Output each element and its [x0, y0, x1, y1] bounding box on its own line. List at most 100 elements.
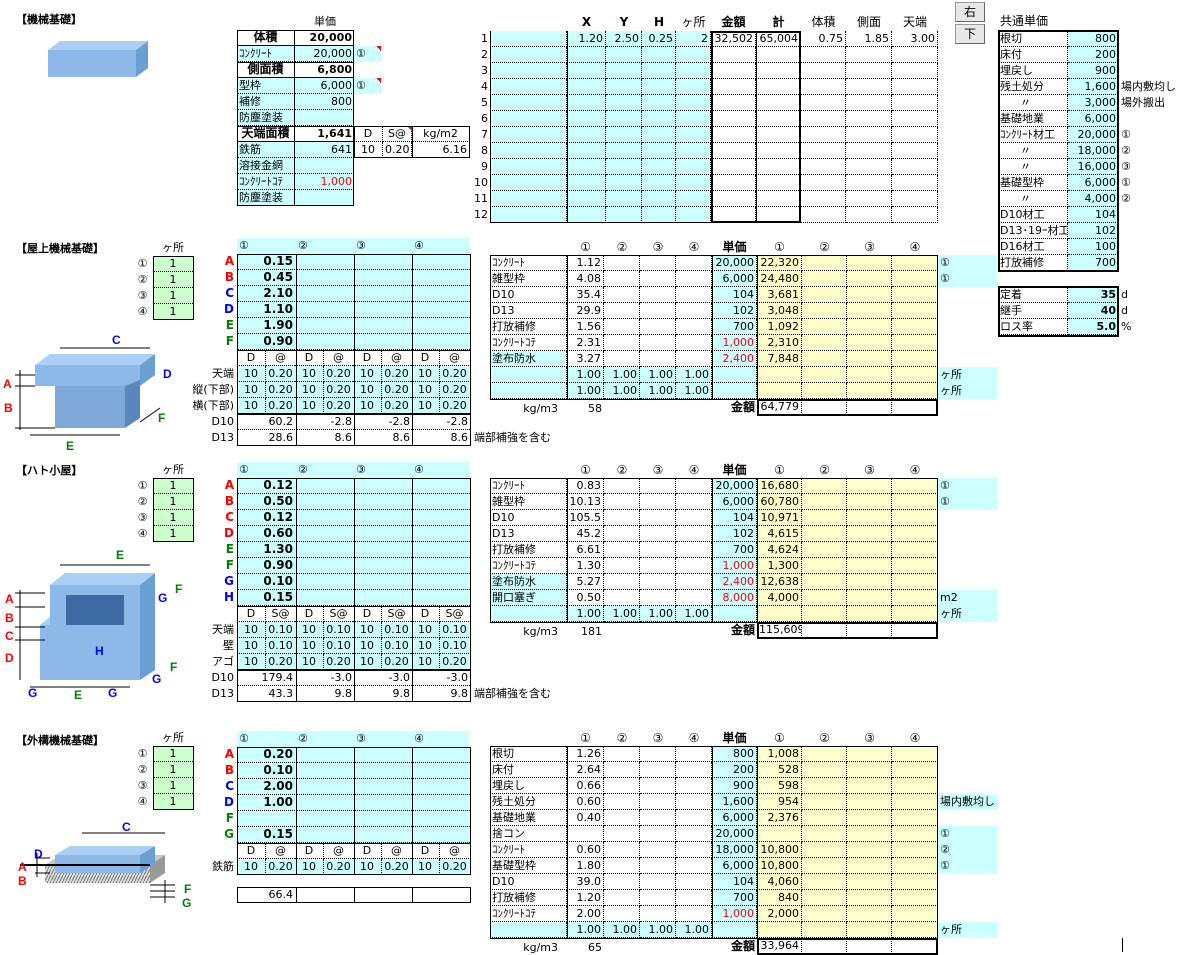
- param-input[interactable]: 0.10: [237, 763, 295, 779]
- param-input[interactable]: [412, 286, 470, 302]
- count-input[interactable]: 1: [153, 762, 193, 778]
- item-unit-price[interactable]: 20,000: [712, 255, 757, 271]
- dim-cell[interactable]: [642, 127, 676, 143]
- common-value[interactable]: 1,600: [1068, 79, 1118, 95]
- rebar-input[interactable]: 0.10: [266, 638, 295, 654]
- dim-cell[interactable]: [642, 47, 676, 63]
- dim-cell[interactable]: [676, 63, 711, 79]
- item-unit-price[interactable]: [712, 606, 757, 622]
- param-input[interactable]: [354, 270, 412, 286]
- dim-cell[interactable]: [606, 79, 642, 95]
- param-input[interactable]: [354, 318, 412, 334]
- rebar-input[interactable]: 10: [237, 654, 266, 670]
- param-input[interactable]: [296, 494, 354, 510]
- dim-cell[interactable]: [490, 175, 567, 191]
- param-input[interactable]: 0.50: [237, 494, 295, 510]
- dim-cell[interactable]: [676, 207, 711, 223]
- param-input[interactable]: [296, 318, 354, 334]
- item-unit-price[interactable]: 102: [712, 303, 757, 319]
- item-unit-price[interactable]: 6,000: [712, 271, 757, 287]
- rebar-input[interactable]: 0.20: [440, 859, 469, 875]
- dim-cell[interactable]: [642, 191, 676, 207]
- param-input[interactable]: 0.12: [237, 478, 295, 494]
- rebar-input[interactable]: 10: [353, 366, 382, 382]
- unit-value[interactable]: 6,000: [295, 78, 354, 94]
- item-unit-price[interactable]: 18,000: [712, 842, 757, 858]
- rebar-input[interactable]: 0.10: [324, 638, 353, 654]
- param-input[interactable]: [237, 811, 295, 827]
- param-input[interactable]: 0.45: [237, 270, 295, 286]
- dim-cell[interactable]: [676, 175, 711, 191]
- dim-cell[interactable]: [676, 95, 711, 111]
- dim-cell[interactable]: [567, 191, 606, 207]
- dim-cell[interactable]: [567, 111, 606, 127]
- rebar-input[interactable]: 10: [353, 638, 382, 654]
- param-input[interactable]: [354, 478, 412, 494]
- rebar-input[interactable]: 0.20: [266, 398, 295, 414]
- rebar-input[interactable]: 0.20: [382, 366, 411, 382]
- item-unit-price[interactable]: 104: [712, 510, 757, 526]
- item-unit-price[interactable]: 102: [712, 526, 757, 542]
- param-input[interactable]: [354, 510, 412, 526]
- dim-cell[interactable]: [567, 143, 606, 159]
- param-input[interactable]: [296, 302, 354, 318]
- param-input[interactable]: 2.00: [237, 779, 295, 795]
- dim-cell[interactable]: [606, 175, 642, 191]
- param-input[interactable]: 1.30: [237, 542, 295, 558]
- item-unit-price[interactable]: 200: [712, 762, 757, 778]
- rebar-input[interactable]: 10: [411, 654, 440, 670]
- param-input[interactable]: [412, 270, 470, 286]
- dim-cell[interactable]: [642, 95, 676, 111]
- rebar-input[interactable]: 0.20: [266, 654, 295, 670]
- count-input[interactable]: 1: [153, 304, 193, 320]
- common-value[interactable]: 900: [1068, 63, 1118, 79]
- item-unit-price[interactable]: 700: [712, 542, 757, 558]
- param-input[interactable]: [296, 827, 354, 843]
- param-input[interactable]: 0.15: [237, 590, 295, 606]
- rebar-input[interactable]: 10: [411, 859, 440, 875]
- dim-cell[interactable]: [606, 127, 642, 143]
- param-input[interactable]: [354, 827, 412, 843]
- rebar-input[interactable]: 0.10: [440, 638, 469, 654]
- item-unit-price[interactable]: 104: [712, 287, 757, 303]
- item-unit-price[interactable]: [712, 922, 757, 938]
- count-input[interactable]: 1: [153, 272, 193, 288]
- dim-cell[interactable]: [606, 191, 642, 207]
- rebar-input[interactable]: 0.10: [382, 622, 411, 638]
- param-input[interactable]: [296, 558, 354, 574]
- common-value[interactable]: 16,000: [1068, 159, 1118, 175]
- common-value[interactable]: 18,000: [1068, 143, 1118, 159]
- rebar-input[interactable]: 0.10: [266, 622, 295, 638]
- rebar-input[interactable]: 10: [295, 622, 324, 638]
- rebar-input[interactable]: 10: [237, 366, 266, 382]
- dim-cell[interactable]: [606, 143, 642, 159]
- param-input[interactable]: [412, 795, 470, 811]
- rebar-input[interactable]: 0.10: [382, 638, 411, 654]
- common-value[interactable]: 100: [1068, 239, 1118, 255]
- item-unit-price[interactable]: 700: [712, 319, 757, 335]
- dim-cell[interactable]: [642, 143, 676, 159]
- rebar-input[interactable]: 10: [353, 398, 382, 414]
- item-unit-price[interactable]: 1,000: [712, 906, 757, 922]
- param-input[interactable]: 1.90: [237, 318, 295, 334]
- common-value[interactable]: 104: [1068, 207, 1118, 223]
- count-input[interactable]: 1: [153, 526, 193, 542]
- dim-cell[interactable]: [606, 159, 642, 175]
- param-input[interactable]: [412, 494, 470, 510]
- unit-value[interactable]: 641: [295, 142, 354, 158]
- rebar-input[interactable]: 10: [295, 638, 324, 654]
- param-input[interactable]: [412, 763, 470, 779]
- unit-value[interactable]: 1,000: [295, 174, 354, 190]
- param-input[interactable]: 0.15: [237, 254, 295, 270]
- common-value[interactable]: 20,000: [1068, 127, 1118, 143]
- param-input[interactable]: [296, 542, 354, 558]
- param-input[interactable]: [296, 795, 354, 811]
- item-unit-price[interactable]: 6,000: [712, 810, 757, 826]
- item-unit-price[interactable]: 700: [712, 890, 757, 906]
- rebar-input[interactable]: 10: [237, 382, 266, 398]
- dim-cell[interactable]: [567, 63, 606, 79]
- dim-cell[interactable]: [567, 95, 606, 111]
- param-input[interactable]: 1.00: [237, 795, 295, 811]
- rebar-input[interactable]: 0.20: [382, 859, 411, 875]
- param-input[interactable]: [412, 526, 470, 542]
